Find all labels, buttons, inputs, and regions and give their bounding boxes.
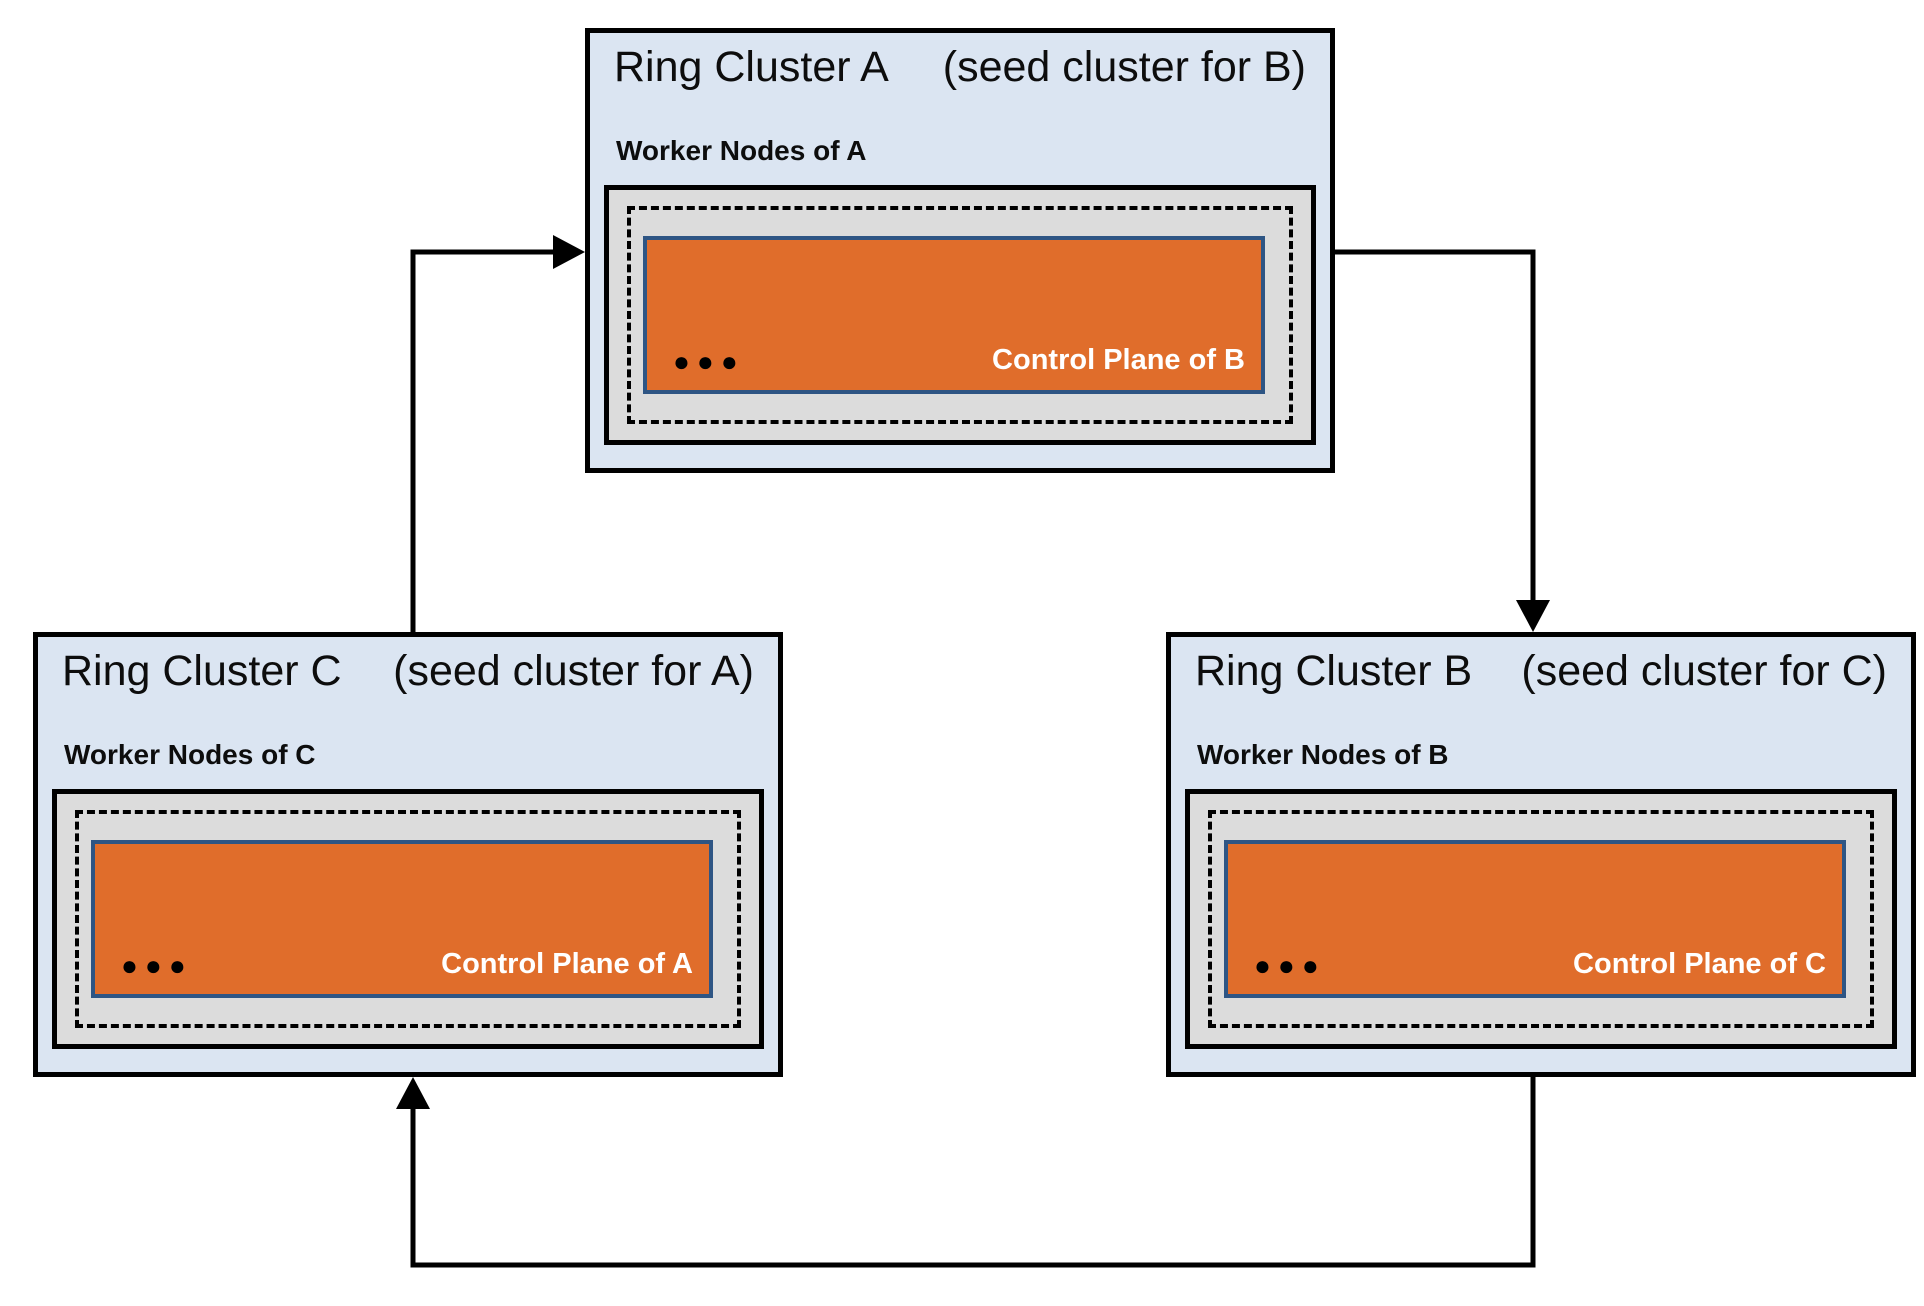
cluster-a-dashed-ring: ●●● Control Plane of B — [627, 206, 1293, 424]
cluster-a-title-row: Ring Cluster A (seed cluster for B) — [590, 33, 1330, 92]
cluster-b-box: Ring Cluster B (seed cluster for C) Work… — [1166, 632, 1916, 1077]
cluster-a-worker-label: Worker Nodes of A — [616, 135, 867, 166]
cluster-b-worker-label: Worker Nodes of B — [1197, 739, 1449, 770]
cluster-b-name: Ring Cluster B — [1195, 647, 1473, 695]
cluster-c-worker-label: Worker Nodes of C — [64, 739, 316, 770]
cluster-a-seed-note: (seed cluster for B) — [942, 43, 1306, 91]
arrow-c-to-a — [410, 235, 585, 632]
cluster-c-seed-note: (seed cluster for A) — [393, 647, 754, 695]
arrow-b-to-c — [396, 1077, 1536, 1268]
cluster-c-title-row: Ring Cluster C (seed cluster for A) — [38, 637, 778, 696]
ellipsis-dots: ●●● — [673, 346, 745, 377]
cluster-c-dashed-ring: ●●● Control Plane of A — [75, 810, 741, 1028]
cluster-b-control-plane-label: Control Plane of C — [1573, 948, 1826, 981]
cluster-a-control-plane-box: ●●● Control Plane of B — [643, 236, 1265, 394]
cluster-a-box: Ring Cluster A (seed cluster for B) Work… — [585, 28, 1335, 473]
cluster-a-worker-nodes-box: ●●● Control Plane of B — [604, 185, 1316, 445]
arrow-a-to-b — [1335, 249, 1550, 632]
cluster-a-name: Ring Cluster A — [614, 43, 889, 91]
cluster-c-name: Ring Cluster C — [62, 647, 342, 695]
cluster-a-control-plane-label: Control Plane of B — [992, 344, 1245, 377]
cluster-b-worker-nodes-box: ●●● Control Plane of C — [1185, 789, 1897, 1049]
cluster-c-box: Ring Cluster C (seed cluster for A) Work… — [33, 632, 783, 1077]
cluster-c-control-plane-box: ●●● Control Plane of A — [91, 840, 713, 998]
cluster-b-control-plane-box: ●●● Control Plane of C — [1224, 840, 1846, 998]
cluster-c-worker-nodes-box: ●●● Control Plane of A — [52, 789, 764, 1049]
cluster-b-title-row: Ring Cluster B (seed cluster for C) — [1171, 637, 1911, 696]
cluster-b-seed-note: (seed cluster for C) — [1521, 647, 1887, 695]
cluster-c-control-plane-label: Control Plane of A — [441, 948, 693, 981]
ellipsis-dots: ●●● — [1254, 950, 1326, 981]
ellipsis-dots: ●●● — [121, 950, 193, 981]
cluster-b-dashed-ring: ●●● Control Plane of C — [1208, 810, 1874, 1028]
